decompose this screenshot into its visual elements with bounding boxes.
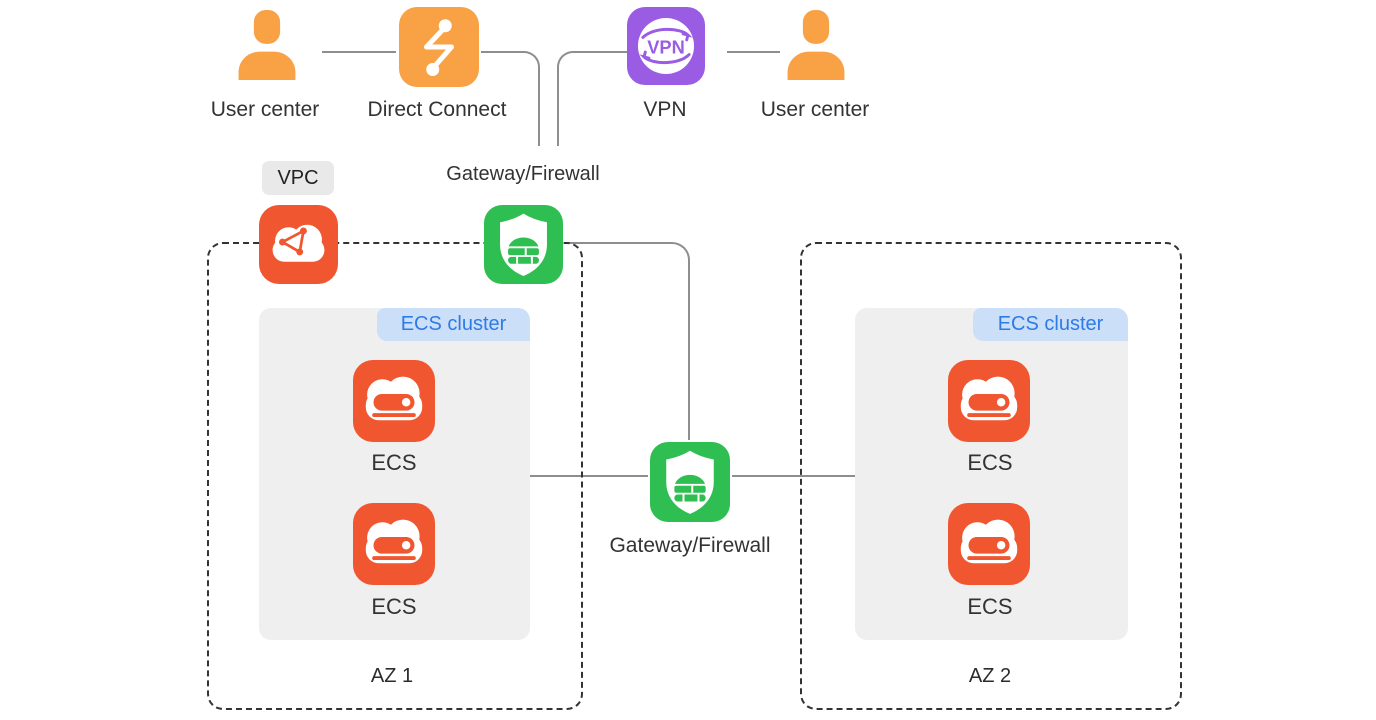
ecs-server-icon (365, 376, 423, 421)
connector-user1-directconnect (322, 51, 396, 53)
az1-label: AZ 1 (370, 665, 414, 687)
az2-label: AZ 2 (968, 665, 1012, 687)
firewall-shield-icon (500, 213, 547, 276)
firewall-shield-icon (666, 450, 714, 514)
az2-ecs-cluster-badge: ECS cluster (973, 308, 1128, 341)
vpc-node (259, 205, 338, 284)
vpn-node: VPN (627, 7, 705, 85)
gateway-firewall-mid-node (650, 442, 730, 522)
user-center-right-node (781, 9, 851, 81)
user-center-right-label: User center (760, 98, 870, 121)
vpn-icon: VPN (637, 17, 695, 75)
connector-gatewaytop-gatewaymid (567, 242, 690, 440)
az1-ecs-label-2: ECS (371, 594, 417, 619)
vpc-cloud-icon (272, 224, 325, 262)
user-icon (238, 10, 296, 80)
ecs-server-icon (960, 376, 1018, 421)
ecs-server-icon (365, 519, 423, 564)
az1-zone (207, 242, 583, 710)
az1-ecs-cluster-badge: ECS cluster (377, 308, 530, 341)
az2-ecs-label-2: ECS (967, 594, 1013, 619)
az2-zone (800, 242, 1182, 710)
az2-ecs-node-2 (948, 503, 1030, 585)
connector-az1-gatewaymid (530, 475, 648, 477)
az2-ecs-label-1: ECS (967, 450, 1013, 475)
vpc-badge: VPC (262, 161, 334, 195)
gateway-firewall-mid-label: Gateway/Firewall (609, 534, 771, 557)
vpn-label: VPN (643, 98, 687, 121)
user-icon (787, 10, 845, 80)
gateway-firewall-top-node (484, 205, 563, 284)
gateway-firewall-top-label: Gateway/Firewall (446, 163, 600, 185)
az2-ecs-node-1 (948, 360, 1030, 442)
ecs-server-icon (960, 519, 1018, 564)
connector-gatewaymid-az2 (732, 475, 855, 477)
connector-vpn-user2 (727, 51, 780, 53)
user-center-left-node (232, 9, 302, 81)
vpn-icon-text: VPN (647, 36, 685, 57)
direct-connect-node (399, 7, 479, 87)
direct-connect-icon (424, 19, 454, 76)
user-center-left-label: User center (210, 98, 320, 121)
direct-connect-label: Direct Connect (367, 98, 507, 121)
connector-vpn-gateway (557, 51, 627, 146)
az1-ecs-node-1 (353, 360, 435, 442)
connector-directconnect-gateway (481, 51, 540, 146)
az1-ecs-label-1: ECS (371, 450, 417, 475)
az1-ecs-node-2 (353, 503, 435, 585)
